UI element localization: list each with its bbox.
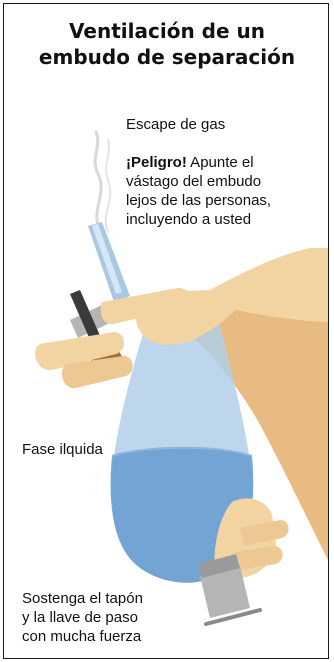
stopper-band xyxy=(204,608,262,626)
gas-vapor xyxy=(93,130,103,232)
danger-line-1-rest: Apunte el xyxy=(186,154,254,171)
funnel-stem xyxy=(92,224,122,294)
hold-line-2: y la llave de paso xyxy=(22,609,138,626)
danger-line-2: vástago del embudo xyxy=(126,173,262,190)
upper-hand xyxy=(135,248,328,345)
danger-line-4: incluyendo a usted xyxy=(126,211,252,228)
funnel-illustration xyxy=(35,130,328,626)
thumb xyxy=(100,288,191,325)
liquid-phase-label: Fase ilquida xyxy=(22,441,103,458)
stopper-neck xyxy=(198,554,240,578)
title-line-2: embudo de separación xyxy=(38,45,296,69)
stopper xyxy=(200,566,250,618)
finger xyxy=(61,356,133,389)
diagram-title: Ventilación de un embudo de separación xyxy=(4,18,328,70)
finger xyxy=(240,520,289,546)
danger-line-3: lejos de las personas, xyxy=(126,192,272,209)
danger-line-1: ¡Peligro! Apunte el xyxy=(126,153,271,172)
danger-warning: ¡Peligro! Apunte el vástago del embudo l… xyxy=(126,153,271,229)
finger xyxy=(234,546,283,570)
diagram-frame: Ventilación de un embudo de separación E… xyxy=(3,3,329,659)
finger xyxy=(35,332,125,371)
gas-vapor xyxy=(104,139,112,233)
title-line-1: Ventilación de un xyxy=(69,19,265,43)
hold-instruction: Sostenga el tapón y la llave de paso con… xyxy=(22,589,143,646)
hold-line-1: Sostenga el tapón xyxy=(22,590,143,607)
liquid-surface xyxy=(111,446,253,457)
hold-line-3: con mucha fuerza xyxy=(22,628,142,645)
danger-emphasis: ¡Peligro! xyxy=(126,154,187,171)
gas-escape-label: Escape de gas xyxy=(126,116,226,133)
